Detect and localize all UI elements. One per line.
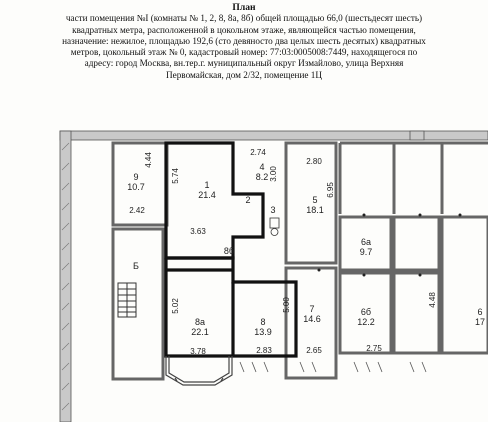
room-b-number: Б	[133, 261, 139, 271]
dim-6-95: 6.95	[326, 182, 335, 198]
room-labels: 9 10.7 1 21.4 2 3 4 8.2 5 18.1 Б 8б 8а 2…	[127, 162, 485, 337]
room-9-number: 9	[133, 172, 138, 182]
staircase	[117, 282, 137, 318]
room-8b-number: 8б	[224, 246, 234, 256]
room-8-area: 13.9	[254, 327, 272, 337]
plan-title: План	[232, 2, 256, 13]
room-6a-area: 9.7	[360, 247, 373, 257]
room-9-area: 10.7	[127, 182, 145, 192]
room-1-number: 1	[204, 180, 209, 190]
dim-4-44: 4.44	[144, 152, 153, 168]
dim-5-74: 5.74	[171, 168, 180, 184]
plan-header: План части помещения №I (комнаты № 1, 2,…	[6, 2, 482, 81]
room-6b-number: 6б	[361, 307, 371, 317]
door-markers	[317, 213, 462, 277]
header-line-3: назначение: нежилое, площадью 192,6 (сто…	[62, 35, 426, 46]
dim-3-63: 3.63	[190, 227, 206, 236]
room-6v-number: 6	[477, 307, 482, 317]
room-1-area: 21.4	[198, 190, 216, 200]
inner-walls	[111, 141, 488, 381]
room-4-number: 4	[259, 162, 264, 172]
header-line-4: метров, цокольный этаж № 0, кадастровый …	[70, 47, 418, 58]
room-6v-area: 17	[475, 317, 485, 327]
dim-2-83: 2.83	[256, 346, 272, 355]
room-3-number: 3	[270, 205, 275, 215]
toilet-fixture	[269, 217, 280, 236]
room-7-number: 7	[309, 304, 314, 314]
header-line-2: квадратных метра, расположенной в цоколь…	[72, 24, 416, 35]
dim-2-74: 2.74	[250, 148, 266, 157]
bay-window	[165, 356, 233, 386]
dim-5-02: 5.02	[171, 298, 180, 314]
dim-4-48: 4.48	[428, 292, 437, 308]
dim-2-65: 2.65	[306, 346, 322, 355]
room-6a-number: 6а	[361, 237, 371, 247]
dim-3-00: 3.00	[269, 166, 278, 182]
dim-2-75: 2.75	[366, 344, 382, 353]
header-line-5: адресу: город Москва, вн.тер.г. муниципа…	[84, 58, 404, 69]
room-8a-number: 8а	[195, 317, 205, 327]
header-line-1: части помещения №I (комнаты № 1, 2, 8, 8…	[65, 13, 423, 24]
dim-2-42: 2.42	[129, 206, 145, 215]
room-2-number: 2	[245, 195, 250, 205]
room-6b-area: 12.2	[357, 317, 375, 327]
facade-windows	[239, 361, 427, 373]
room-8a-area: 22.1	[191, 327, 209, 337]
dim-2-80: 2.80	[306, 157, 322, 166]
wall-hatching	[61, 142, 70, 411]
header-line-6: Первомайская, дом 2/32, помещение 1Ц	[166, 69, 322, 80]
room-5-number: 5	[312, 195, 317, 205]
room-5-area: 18.1	[306, 205, 324, 215]
room-7-area: 14.6	[303, 314, 321, 324]
dim-5-00: 5.00	[282, 297, 291, 313]
outer-walls	[59, 130, 488, 422]
dimension-labels: 4.44 2.42 5.74 3.63 2.74 3.00 2.80 6.95 …	[129, 148, 437, 356]
room-4-area: 8.2	[256, 172, 269, 182]
dim-3-78: 3.78	[190, 347, 206, 356]
room-8-number: 8	[260, 317, 265, 327]
